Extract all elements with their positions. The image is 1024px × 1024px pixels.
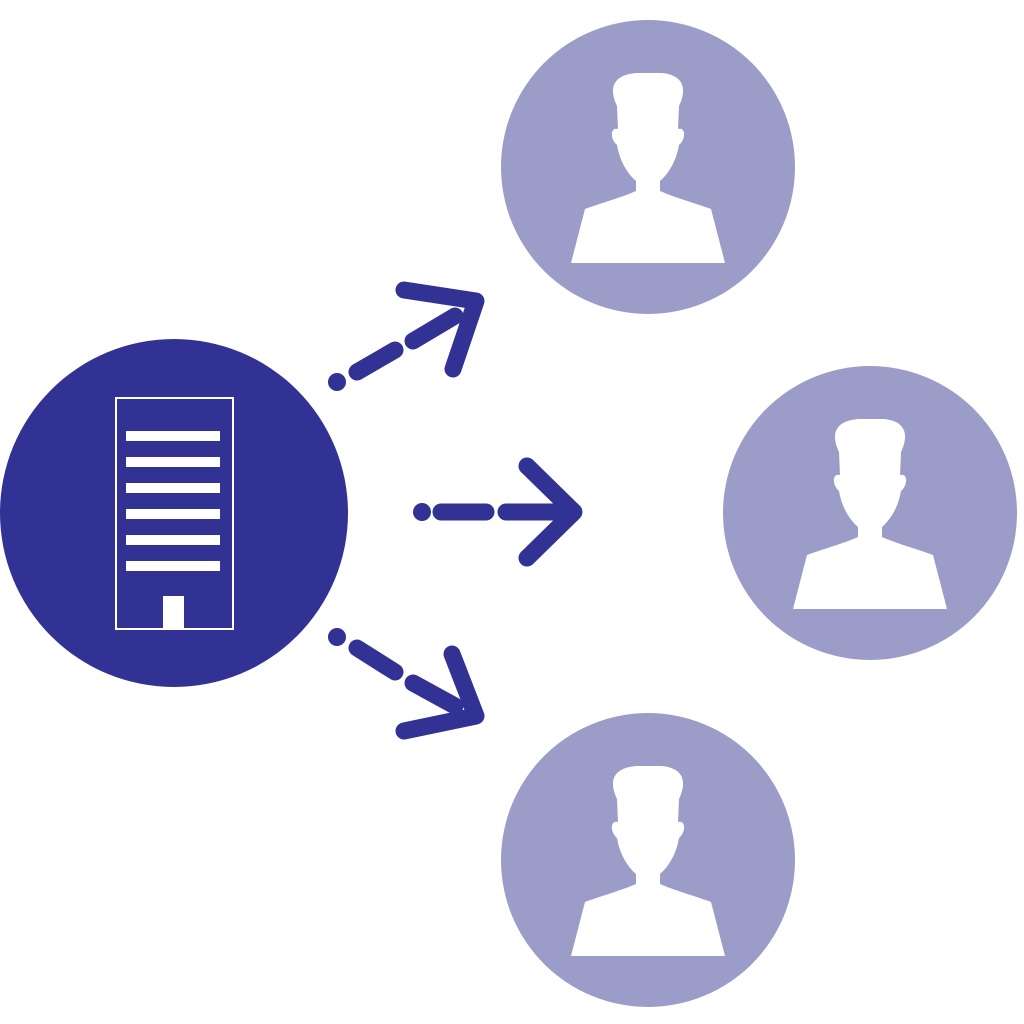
person-node-middle — [723, 366, 1017, 660]
building-floor-1 — [126, 431, 220, 441]
building-floor-3 — [126, 483, 220, 493]
arrow-to-bottom-person — [328, 628, 485, 740]
person-node-top — [501, 20, 795, 314]
building-floor-4 — [126, 509, 220, 519]
building-floor-2 — [126, 457, 220, 467]
person-node-bottom — [501, 713, 795, 1007]
building-node — [0, 339, 348, 687]
arrow-to-middle-person — [413, 457, 583, 567]
building-door — [163, 596, 184, 629]
building-icon — [115, 397, 234, 630]
building-floor-6 — [126, 561, 220, 571]
building-floor-5 — [126, 535, 220, 545]
arrow-to-top-person — [328, 281, 485, 391]
